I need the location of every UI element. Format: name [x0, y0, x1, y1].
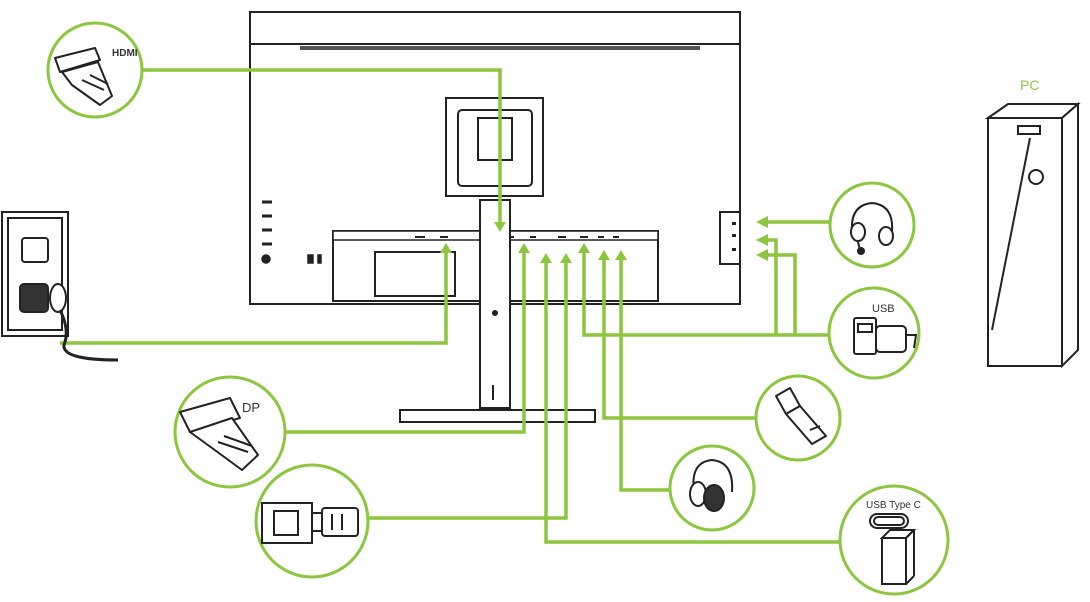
usb-a-cable-route: [582, 253, 836, 337]
usb-b-plug-icon: [261, 502, 359, 544]
rj45-plug-icon: [775, 387, 827, 445]
usb-label: USB: [872, 303, 895, 315]
headphones-cable-route: [619, 260, 680, 492]
usb-b-connector-bubble: [254, 463, 370, 579]
usb-side-cable-route-2: [768, 238, 778, 335]
headphones-bubble: [668, 444, 756, 532]
earphones-bubble: [828, 181, 916, 269]
pc-tower: PC: [984, 77, 1081, 369]
usb-side-cable-route-1: [768, 253, 797, 335]
displayport-plug-icon: [179, 397, 259, 471]
pc-label: PC: [1020, 77, 1039, 93]
cable-arrowheads: [440, 216, 768, 263]
usb-c-plug-icon: [869, 513, 917, 585]
usb-a-bubble: USB: [827, 286, 921, 380]
cable-routes: [60, 68, 840, 544]
usb-a-plug-icon: [853, 317, 918, 355]
usb-c-cable-route: [544, 263, 840, 544]
hdmi-label: HDMI: [112, 48, 138, 59]
power-cable-route: [60, 253, 448, 345]
dp-cable-route: [278, 253, 526, 434]
monitor-back: [249, 11, 741, 423]
pc-tower-icon: [984, 101, 1081, 369]
ethernet-cable-route: [602, 260, 757, 420]
usb-b-cable-route: [360, 263, 568, 520]
wall-outlet-icon: [1, 211, 69, 337]
hdmi-cable-route: [138, 68, 502, 222]
earphones-icon: [850, 201, 894, 255]
usb-type-c-label: USB Type C: [866, 500, 921, 511]
power-outlet: [1, 211, 119, 362]
monitor-control-buttons: [261, 200, 322, 264]
side-port-panel: [719, 211, 741, 265]
dp-label: DP: [242, 400, 260, 415]
hdmi-plug-icon: [54, 47, 113, 106]
power-cord: [58, 309, 119, 362]
hdmi-connector-bubble: HDMI: [46, 21, 144, 119]
dp-connector-bubble: DP: [173, 375, 287, 489]
usb-c-bubble: USB Type C: [838, 484, 950, 596]
ethernet-bubble: [754, 374, 842, 462]
headphones-icon: [689, 458, 734, 512]
monitor-stand: [399, 199, 596, 423]
